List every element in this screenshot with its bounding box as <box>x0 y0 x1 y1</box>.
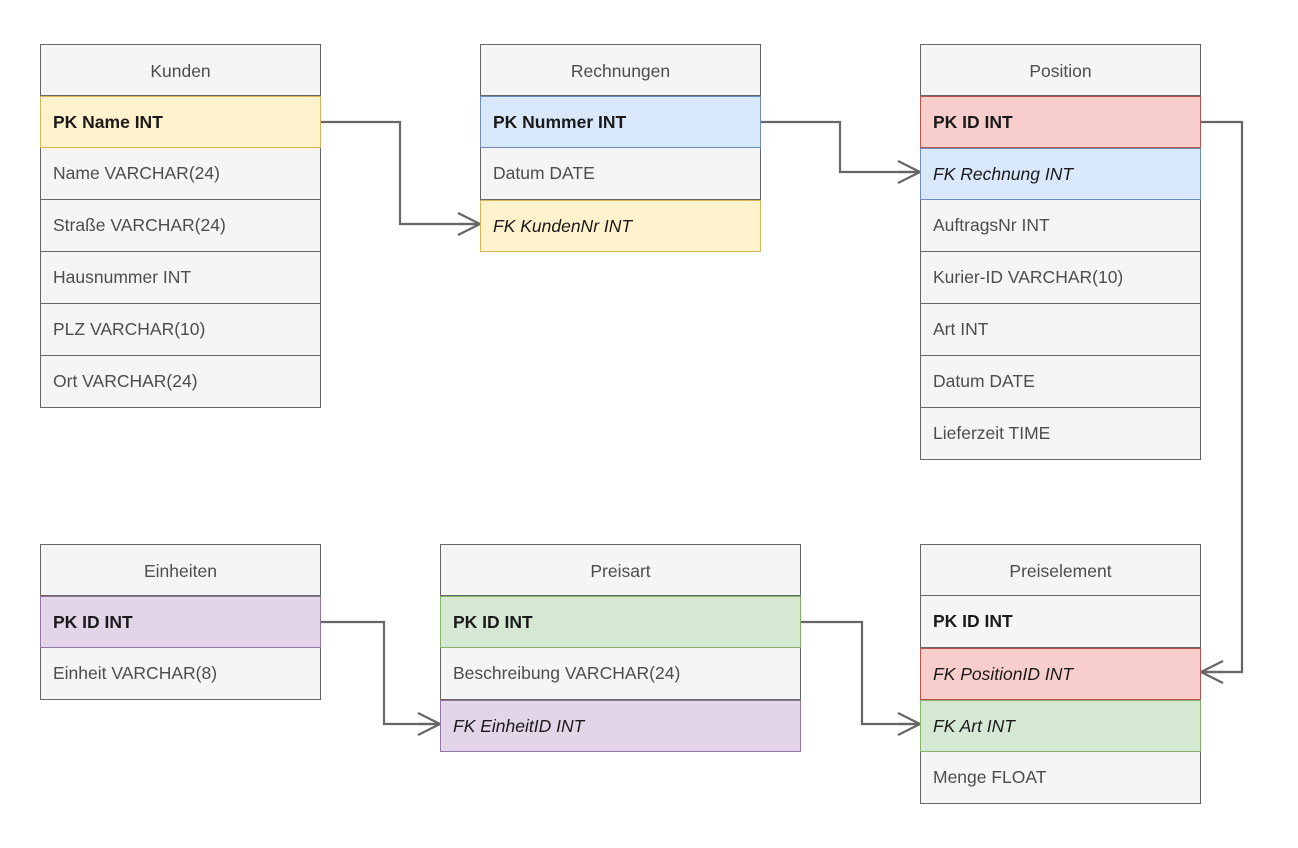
entity-position-primary-key-row[interactable]: PK ID INT <box>920 96 1201 148</box>
entity-rechnungen-primary-key-row[interactable]: PK Nummer INT <box>480 96 761 148</box>
entity-position-attribute-row[interactable]: Lieferzeit TIME <box>920 408 1201 460</box>
entity-preisart-primary-key-row[interactable]: PK ID INT <box>440 596 801 648</box>
entity-position-foreign-key-row[interactable]: FK Rechnung INT <box>920 148 1201 200</box>
entity-kunden-attribute-row[interactable]: PLZ VARCHAR(10) <box>40 304 321 356</box>
crows-foot-many-preisart-preiselement <box>897 712 921 736</box>
crows-foot-many-kunden-rechnungen <box>457 212 481 236</box>
entity-title-kunden: Kunden <box>40 44 321 96</box>
relationship-line-einheiten-preisart <box>321 620 440 726</box>
entity-preiselement-attribute-row[interactable]: Menge FLOAT <box>920 752 1201 804</box>
entity-title-einheiten: Einheiten <box>40 544 321 596</box>
relationship-line-rechnungen-position <box>761 120 920 174</box>
entity-position-attribute-row[interactable]: AuftragsNr INT <box>920 200 1201 252</box>
entity-kunden-primary-key-row[interactable]: PK Name INT <box>40 96 321 148</box>
entity-kunden-attribute-row[interactable]: Straße VARCHAR(24) <box>40 200 321 252</box>
entity-title-preiselement: Preiselement <box>920 544 1201 596</box>
entity-kunden-attribute-row[interactable]: Name VARCHAR(24) <box>40 148 321 200</box>
entity-preiselement-foreign-key-row[interactable]: FK PositionID INT <box>920 648 1201 700</box>
entity-preisart-attribute-row[interactable]: Beschreibung VARCHAR(24) <box>440 648 801 700</box>
entity-preiselement-foreign-key-row[interactable]: FK Art INT <box>920 700 1201 752</box>
relationship-line-preisart-preiselement <box>801 620 920 726</box>
relationship-line-kunden-rechnungen <box>321 120 480 226</box>
entity-einheiten-primary-key-row[interactable]: PK ID INT <box>40 596 321 648</box>
entity-rechnungen-attribute-row[interactable]: Datum DATE <box>480 148 761 200</box>
relationship-line-position-preiselement <box>1201 120 1244 674</box>
entity-title-preisart: Preisart <box>440 544 801 596</box>
entity-kunden-attribute-row[interactable]: Hausnummer INT <box>40 252 321 304</box>
entity-title-rechnungen: Rechnungen <box>480 44 761 96</box>
entity-rechnungen-foreign-key-row[interactable]: FK KundenNr INT <box>480 200 761 252</box>
entity-position-attribute-row[interactable]: Art INT <box>920 304 1201 356</box>
entity-einheiten-attribute-row[interactable]: Einheit VARCHAR(8) <box>40 648 321 700</box>
entity-title-position: Position <box>920 44 1201 96</box>
entity-kunden-attribute-row[interactable]: Ort VARCHAR(24) <box>40 356 321 408</box>
crows-foot-many-rechnungen-position <box>897 160 921 184</box>
entity-preiselement-primary-key-row[interactable]: PK ID INT <box>920 596 1201 648</box>
entity-preisart-foreign-key-row[interactable]: FK EinheitID INT <box>440 700 801 752</box>
entity-position-attribute-row[interactable]: Kurier-ID VARCHAR(10) <box>920 252 1201 304</box>
entity-position-attribute-row[interactable]: Datum DATE <box>920 356 1201 408</box>
crows-foot-many-einheiten-preisart <box>417 712 441 736</box>
crows-foot-many-position-preiselement <box>1200 660 1224 684</box>
